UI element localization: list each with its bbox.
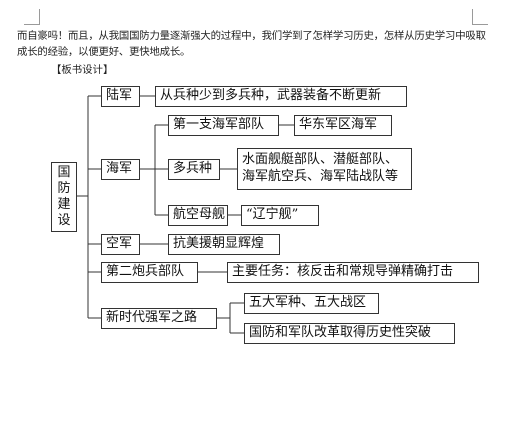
artillery-detail-box: 主要任务：核反击和常规导弹精确打击 bbox=[227, 262, 479, 283]
navy-branches-detail-box: 水面舰艇部队、潜艇部队、 海军航空兵、海军陆战队等 bbox=[237, 148, 412, 190]
navy-first-fleet-detail-box: 华东军区海军 bbox=[294, 115, 392, 136]
air-force-box: 空军 bbox=[101, 234, 140, 255]
navy-branches-box: 多兵种 bbox=[168, 159, 220, 180]
crop-mark-right-h bbox=[472, 24, 488, 25]
root-char-4: 设 bbox=[57, 213, 71, 228]
new-era-box: 新时代强军之路 bbox=[101, 308, 217, 329]
crop-mark-left-h bbox=[24, 24, 40, 25]
navy-branches-detail-line-2: 海军航空兵、海军陆战队等 bbox=[242, 169, 399, 184]
artillery-box: 第二炮兵部队 bbox=[101, 262, 198, 283]
navy-first-fleet-box: 第一支海军部队 bbox=[168, 115, 279, 136]
navy-branches-detail-line-1: 水面舰艇部队、潜艇部队、 bbox=[242, 152, 399, 168]
crop-mark-right-v bbox=[472, 9, 473, 25]
navy-box: 海军 bbox=[101, 159, 140, 180]
navy-carrier-box: 航空母舰 bbox=[168, 205, 228, 226]
intro-paragraph: 而自豪吗！而且，从我国国防力量逐渐强大的过程中，我们学到了怎样学习历史，怎样从历… bbox=[17, 30, 486, 58]
crop-mark-left-v bbox=[39, 9, 40, 25]
navy-carrier-detail-box: “辽宁舰” bbox=[241, 205, 319, 226]
root-char-3: 建 bbox=[57, 197, 71, 212]
section-heading: 【板书设计】 bbox=[51, 64, 114, 76]
root-box-national-defense: 国 防 建 设 bbox=[51, 162, 77, 232]
army-box: 陆军 bbox=[101, 86, 140, 107]
new-era-detail-2-box: 国防和军队改革取得历史性突破 bbox=[244, 323, 455, 344]
root-char-2: 防 bbox=[57, 181, 71, 196]
air-force-detail-box: 抗美援朝显辉煌 bbox=[168, 234, 280, 255]
root-char-1: 国 bbox=[57, 165, 71, 180]
new-era-detail-1-box: 五大军种、五大战区 bbox=[244, 293, 379, 314]
army-detail-box: 从兵种少到多兵种，武器装备不断更新 bbox=[155, 86, 407, 107]
